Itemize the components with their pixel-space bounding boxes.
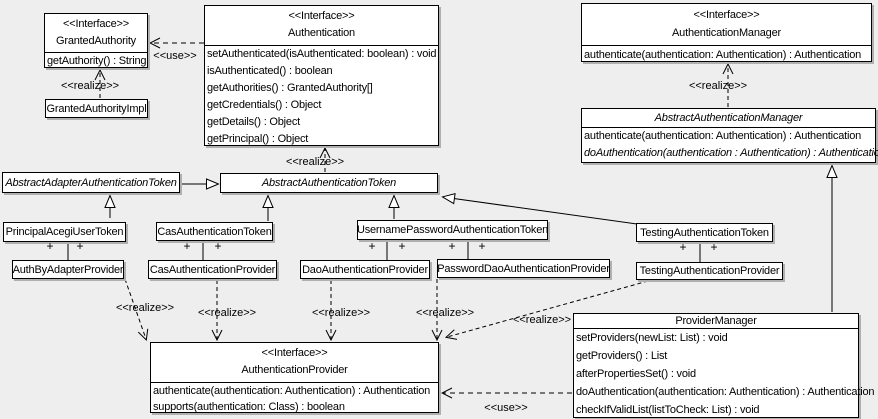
- method: getPrincipal() : Object: [207, 133, 309, 145]
- realize-label: <<realize>>: [311, 307, 371, 319]
- class-abstract-adapter-authentication-token[interactable]: AbstractAdapterAuthenticationToken: [2, 172, 180, 193]
- class-name: PasswordDaoAuthenticationProvider: [437, 262, 610, 275]
- class-name: AuthenticationProvider: [241, 364, 348, 376]
- class-title: ProviderManager: [574, 314, 858, 328]
- class-title: <<Interface>> AuthenticationProvider: [151, 343, 438, 382]
- class-dao-authentication-provider[interactable]: DaoAuthenticationProvider: [300, 260, 430, 279]
- method: checkIfValidList(listToCheck: List) : vo…: [576, 404, 760, 416]
- methods-compartment: setAuthenticated(isAuthenticated: boolea…: [205, 45, 438, 148]
- class-auth-by-adapter-provider[interactable]: AuthByAdapterProvider: [12, 260, 124, 279]
- class-title: <<Interface>> AuthenticationManager: [582, 4, 871, 45]
- method: doAuthentication(authentication: Authent…: [576, 386, 875, 398]
- methods-compartment: authenticate(authentication: Authenticat…: [151, 382, 438, 415]
- multiplicity-plus: +: [710, 240, 718, 254]
- class-title: <<Interface>> GrantedAuthority: [45, 14, 147, 52]
- realize-label: <<realize>>: [115, 302, 175, 314]
- method: getAuthority() : String: [47, 55, 147, 67]
- class-granted-authority-impl[interactable]: GrantedAuthorityImpl: [45, 99, 148, 118]
- stereotype-label: <<Interface>>: [63, 18, 129, 30]
- realize-label: <<realize>>: [688, 80, 748, 92]
- class-abstract-authentication-manager[interactable]: AbstractAuthenticationManager authentica…: [581, 108, 878, 163]
- class-name: DaoAuthenticationProvider: [302, 263, 428, 276]
- stereotype-label: <<Interface>>: [288, 10, 355, 22]
- class-name: AbstractAuthenticationToken: [261, 177, 397, 189]
- method: setProviders(newList: List) : void: [576, 332, 728, 344]
- class-name: Authentication: [288, 27, 355, 39]
- class-name: AuthenticationManager: [672, 27, 781, 39]
- class-authentication-provider[interactable]: <<Interface>> AuthenticationProvider aut…: [150, 342, 439, 413]
- realize-label: <<realize>>: [285, 156, 345, 168]
- class-authentication[interactable]: <<Interface>> Authentication setAuthenti…: [204, 5, 439, 146]
- method: doAuthentication(authentication : Authen…: [584, 147, 878, 159]
- stereotype-label: <<Interface>>: [693, 9, 760, 21]
- method: isAuthenticated() : boolean: [207, 65, 333, 77]
- class-cas-authentication-provider[interactable]: CasAuthenticationProvider: [148, 260, 277, 279]
- stereotype-label: <<Interface>>: [261, 347, 328, 359]
- class-provider-manager[interactable]: ProviderManager setProviders(newList: Li…: [573, 313, 875, 419]
- class-name: GrantedAuthority: [56, 35, 136, 47]
- use-label: <<use>>: [153, 50, 197, 62]
- method: getDetails() : Object: [207, 116, 301, 128]
- method: getAuthorities() : GrantedAuthority[]: [207, 82, 373, 94]
- methods-compartment: getAuthority() : String: [45, 52, 147, 70]
- realize-authbyadapter-to-authentication-provider: [124, 278, 146, 339]
- realize-label: <<realize>>: [60, 80, 120, 92]
- method: authenticate(authentication: Authenticat…: [153, 385, 431, 397]
- multiplicity-plus: +: [214, 239, 222, 253]
- method: getProviders() : List: [576, 350, 668, 362]
- multiplicity-plus: +: [448, 239, 456, 253]
- realize-label: <<realize>>: [512, 314, 572, 326]
- class-name: TestingAuthenticationProvider: [639, 265, 780, 277]
- class-authentication-manager[interactable]: <<Interface>> AuthenticationManager auth…: [581, 3, 872, 62]
- method: afterPropertiesSet() : void: [576, 368, 696, 380]
- method: authenticate(authentication: Authenticat…: [584, 49, 862, 61]
- realize-label: <<realize>>: [415, 307, 475, 319]
- class-title: AbstractAuthenticationManager: [582, 109, 875, 127]
- class-abstract-authentication-token[interactable]: AbstractAuthenticationToken: [220, 173, 438, 193]
- class-cas-authentication-token[interactable]: CasAuthenticationToken: [156, 222, 273, 241]
- class-name: AuthByAdapterProvider: [12, 263, 124, 276]
- class-username-password-authentication-token[interactable]: UsernamePasswordAuthenticationToken: [357, 220, 548, 240]
- class-password-dao-authentication-provider[interactable]: PasswordDaoAuthenticationProvider: [437, 259, 610, 278]
- multiplicity-plus: +: [368, 239, 376, 253]
- multiplicity-plus: +: [679, 240, 687, 254]
- multiplicity-plus: +: [183, 239, 191, 253]
- multiplicity-plus: +: [76, 239, 84, 253]
- class-name: PrincipalAcegiUserToken: [5, 226, 124, 238]
- multiplicity-plus: +: [478, 239, 486, 253]
- class-name: TestingAuthenticationToken: [640, 226, 769, 239]
- class-name: GrantedAuthorityImpl: [46, 102, 147, 115]
- class-name: AbstractAdapterAuthenticationToken: [5, 176, 177, 189]
- use-label: <<use>>: [484, 402, 528, 414]
- methods-compartment: setProviders(newList: List) : void getPr…: [574, 328, 875, 419]
- class-name: UsernamePasswordAuthenticationToken: [357, 224, 548, 236]
- generalization-testing-token-to-abstract-token: [443, 197, 638, 225]
- class-name: ProviderManager: [675, 315, 757, 327]
- method: setAuthenticated(isAuthenticated: boolea…: [207, 48, 437, 60]
- class-name: CasAuthenticationToken: [157, 225, 272, 238]
- method: authenticate(authentication: Authenticat…: [584, 130, 862, 142]
- class-testing-authentication-token[interactable]: TestingAuthenticationToken: [636, 223, 773, 242]
- class-granted-authority[interactable]: <<Interface>> GrantedAuthority getAuthor…: [44, 13, 148, 68]
- realize-label: <<realize>>: [197, 307, 257, 319]
- method: supports(authentication: Class) : boolea…: [153, 401, 345, 413]
- method: getCredentials() : Object: [207, 99, 322, 111]
- class-testing-authentication-provider[interactable]: TestingAuthenticationProvider: [636, 262, 783, 280]
- class-name: AbstractAuthenticationManager: [654, 112, 803, 124]
- multiplicity-plus: +: [398, 239, 406, 253]
- methods-compartment: authenticate(authentication: Authenticat…: [582, 45, 871, 64]
- methods-compartment: authenticate(authentication: Authenticat…: [582, 127, 878, 162]
- multiplicity-plus: +: [46, 239, 54, 253]
- class-title: <<Interface>> Authentication: [205, 6, 438, 45]
- class-name: CasAuthenticationProvider: [149, 263, 276, 276]
- class-principal-acegi-user-token[interactable]: PrincipalAcegiUserToken: [3, 222, 126, 242]
